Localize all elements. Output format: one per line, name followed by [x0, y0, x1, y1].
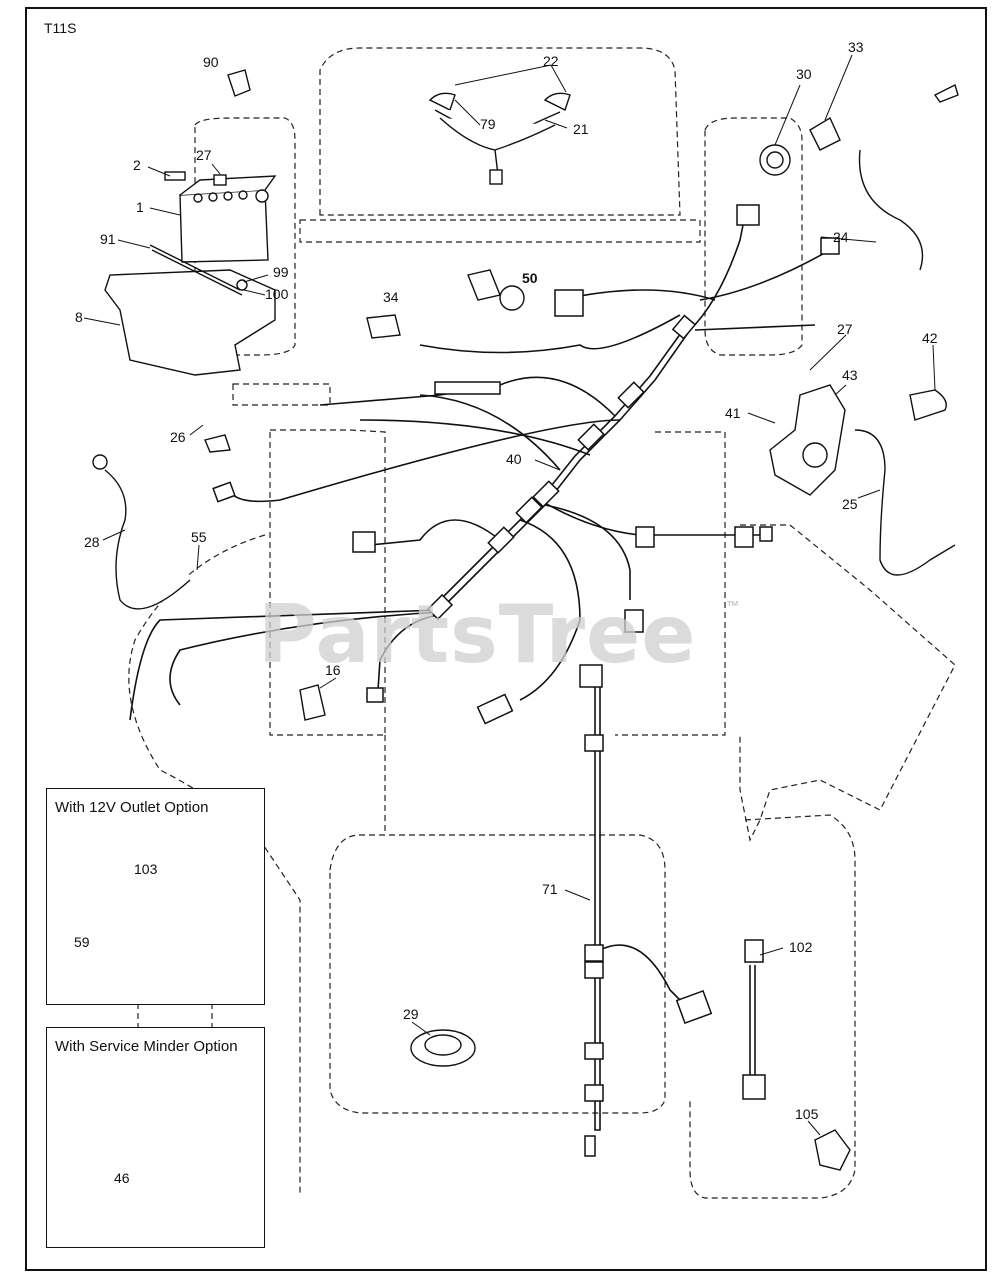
rear-frame-outline: [689, 814, 856, 1199]
callout-27-solenoid[interactable]: 27: [837, 321, 853, 337]
battery-strap: [149, 244, 241, 291]
callout-46[interactable]: 46: [114, 1170, 130, 1186]
part-24-cable: [858, 149, 924, 271]
part-28-cable: [104, 469, 191, 610]
right-fender: [739, 524, 956, 842]
callout-8[interactable]: 8: [75, 309, 83, 325]
part-33: [809, 116, 841, 151]
callout-91[interactable]: 91: [100, 231, 116, 247]
callout-59[interactable]: 59: [74, 934, 90, 950]
callout-21[interactable]: 21: [573, 121, 589, 137]
page-border: [25, 7, 987, 1271]
part-43-solenoid: [769, 384, 846, 496]
callout-22[interactable]: 22: [543, 53, 559, 69]
right-pod-outline: [704, 117, 803, 356]
callout-34[interactable]: 34: [383, 289, 399, 305]
option-title-service-minder: With Service Minder Option: [55, 1038, 238, 1055]
battery-tray: [104, 269, 276, 376]
callout-24[interactable]: 24: [833, 229, 849, 245]
callout-25[interactable]: 25: [842, 496, 858, 512]
part-16-relay: [299, 684, 326, 721]
callout-30[interactable]: 30: [796, 66, 812, 82]
callout-50[interactable]: 50: [522, 270, 538, 286]
callout-41[interactable]: 41: [725, 405, 741, 421]
callout-29[interactable]: 29: [403, 1006, 419, 1022]
watermark-trademark: ™: [726, 598, 739, 613]
part-25-cable: [854, 429, 956, 576]
callout-55[interactable]: 55: [191, 529, 207, 545]
callout-100[interactable]: 100: [265, 286, 289, 302]
left-frame-outline: [269, 429, 386, 736]
main-harness: [129, 214, 831, 1131]
leader-lines: [83, 54, 936, 1173]
option-box-service-minder: With Service Minder Option: [46, 1027, 265, 1248]
callout-33[interactable]: 33: [848, 39, 864, 55]
harness-clips: [212, 204, 840, 1157]
part-26: [204, 434, 231, 453]
callout-90[interactable]: 90: [203, 54, 219, 70]
callout-26[interactable]: 26: [170, 429, 186, 445]
diagram-code: T11S: [44, 20, 77, 36]
callout-102[interactable]: 102: [789, 939, 813, 955]
dash-crossbar: [299, 219, 701, 243]
callout-2[interactable]: 2: [133, 157, 141, 173]
callout-43[interactable]: 43: [842, 367, 858, 383]
part-50-switch: [467, 269, 501, 301]
option-box-12v-outlet: With 12V Outlet Option: [46, 788, 265, 1005]
part-34-switch: [366, 314, 401, 339]
watermark: PartsTree: [258, 588, 697, 681]
callout-40[interactable]: 40: [506, 451, 522, 467]
battery: [179, 189, 269, 263]
callout-71[interactable]: 71: [542, 881, 558, 897]
callout-105[interactable]: 105: [795, 1106, 819, 1122]
callout-99[interactable]: 99: [273, 264, 289, 280]
part-90-bracket: [227, 69, 251, 97]
option-title-12v-outlet: With 12V Outlet Option: [55, 799, 209, 816]
battery-assembly: [104, 171, 277, 376]
callout-27-battery[interactable]: 27: [196, 147, 212, 163]
hood-outline: [319, 47, 681, 216]
part-42-boot: [909, 389, 947, 421]
callout-1[interactable]: 1: [136, 199, 144, 215]
callout-42[interactable]: 42: [922, 330, 938, 346]
seat-outline: [329, 834, 666, 1114]
callout-28[interactable]: 28: [84, 534, 100, 550]
small-box-outline: [232, 383, 331, 406]
right-frame-outline: [615, 431, 726, 736]
callout-79[interactable]: 79: [480, 116, 496, 132]
callout-103[interactable]: 103: [134, 861, 158, 877]
callout-16[interactable]: 16: [325, 662, 341, 678]
part-105: [814, 1129, 851, 1171]
